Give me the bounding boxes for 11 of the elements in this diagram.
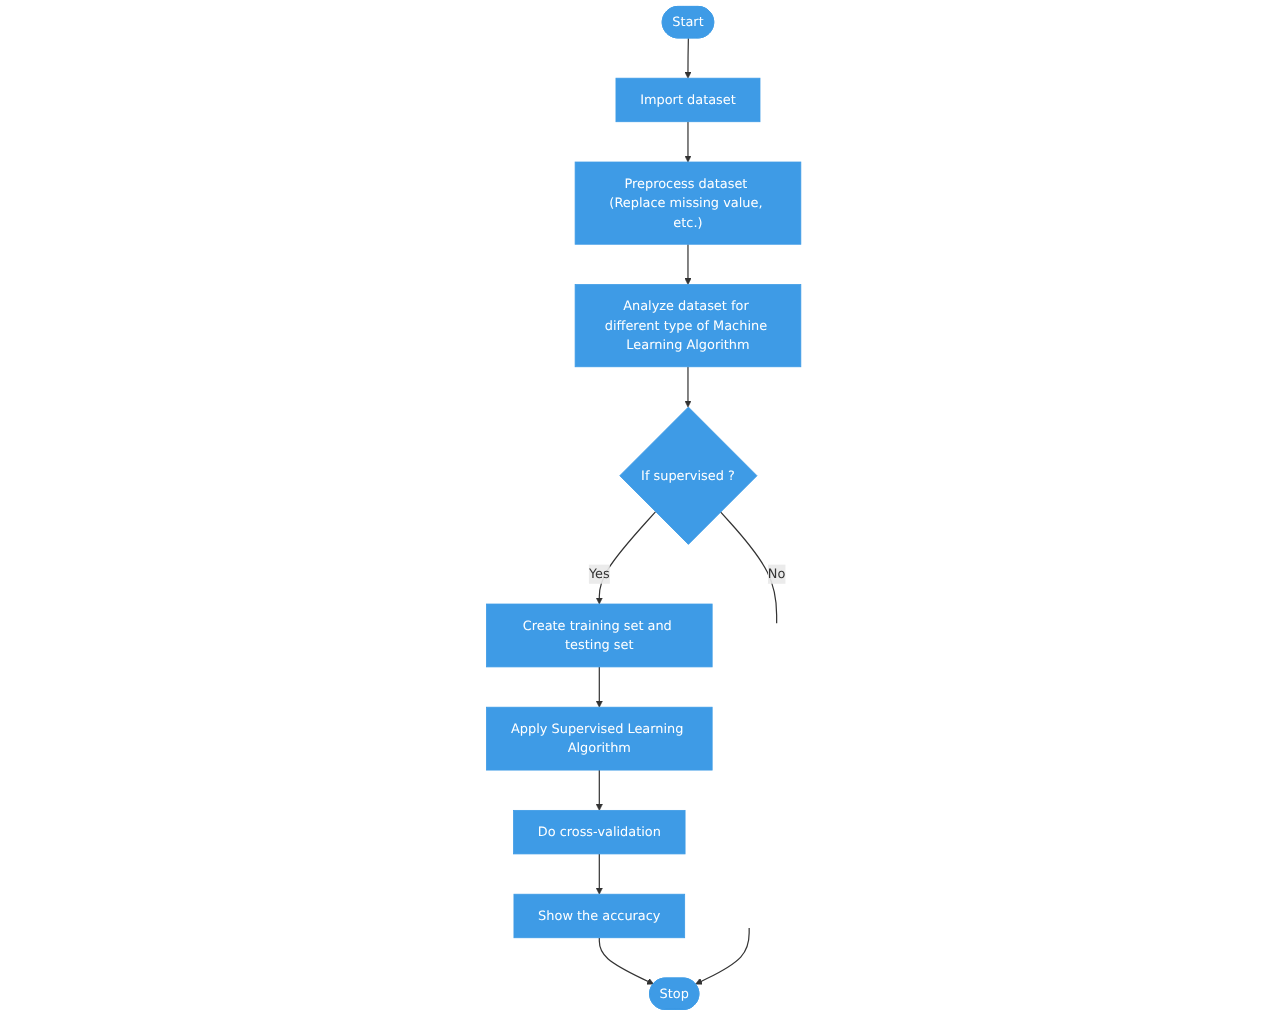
arrow (595, 853, 603, 895)
arrow (683, 37, 691, 79)
arrow (683, 366, 691, 408)
arrow (683, 121, 691, 163)
arrow (595, 511, 656, 605)
arrow (595, 769, 603, 811)
arrow (683, 243, 691, 285)
arrow (598, 937, 654, 985)
arrow (694, 927, 750, 985)
connector (719, 511, 777, 624)
arrow (595, 666, 603, 708)
